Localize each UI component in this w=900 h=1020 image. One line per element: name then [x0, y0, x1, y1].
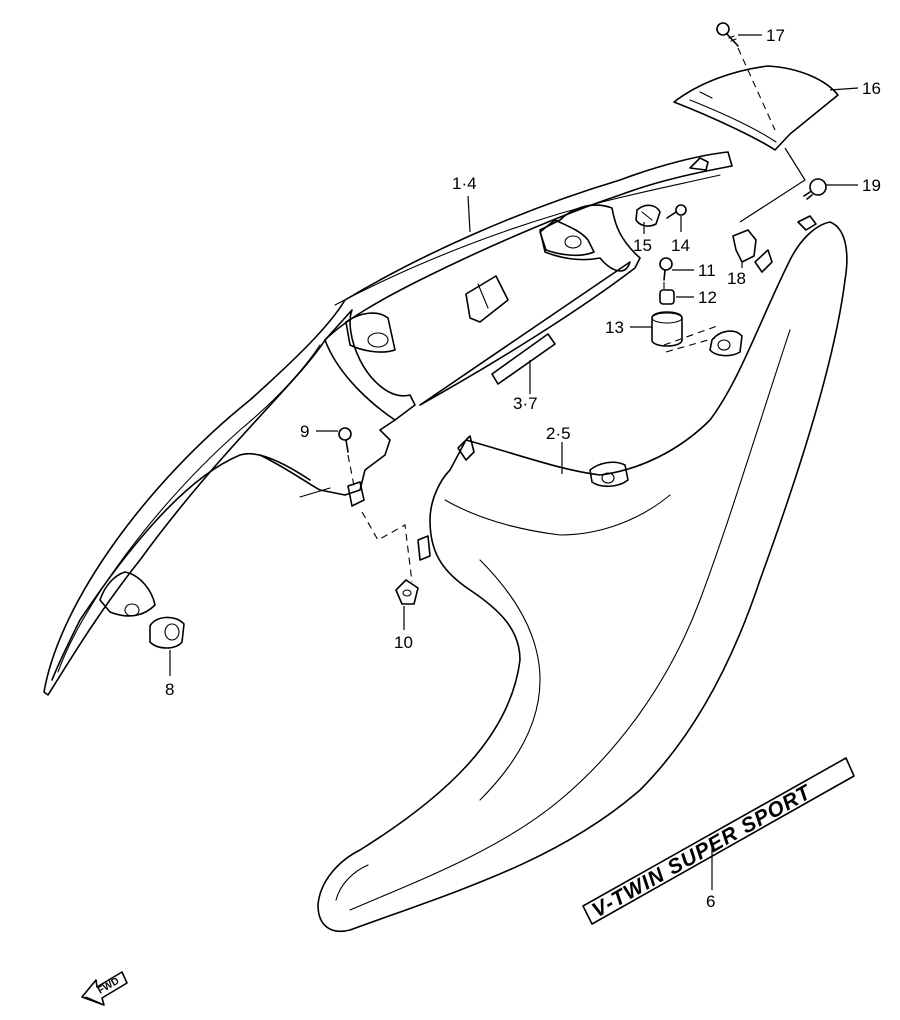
callout-18: 18: [727, 269, 746, 288]
callout-12: 12: [698, 288, 717, 307]
collar-12: [659, 289, 675, 305]
fwd-arrow-icon: FWD: [81, 971, 128, 1006]
screw-9: [338, 427, 352, 453]
cushion-8: [149, 616, 185, 649]
callout-11: 11: [698, 261, 716, 280]
cushion-13: [651, 311, 683, 347]
grommet-19: [803, 178, 827, 200]
callout-9: 9: [300, 422, 309, 441]
seat-tail-cover-lower: [317, 215, 848, 932]
callout-2-5: 2·5: [546, 424, 571, 443]
callout-numbers: 17 16 19 1·4 15 14 18 11 12 13 3·7 2·5 9…: [165, 26, 881, 911]
decal-v-twin: V-TWIN SUPER SPORT: [582, 757, 855, 925]
nut-10: [395, 579, 419, 605]
clip-15: [635, 204, 661, 227]
callout-10: 10: [394, 633, 413, 652]
screw-17: [716, 22, 739, 47]
callout-19: 19: [862, 176, 881, 195]
decal-text: V-TWIN SUPER SPORT: [588, 780, 816, 922]
trim-strip: [491, 333, 556, 385]
callout-8: 8: [165, 680, 174, 699]
assembly-lines: [347, 47, 806, 583]
seat-tail-cover-upper: [43, 151, 733, 696]
callout-1-4: 1·4: [452, 174, 477, 193]
callout-13: 13: [605, 318, 624, 337]
rivet-14: [666, 204, 687, 219]
bracket-18: [732, 229, 757, 263]
callout-3-7: 3·7: [513, 394, 538, 413]
screw-11: [659, 257, 673, 281]
callout-17: 17: [766, 26, 785, 45]
callout-15: 15: [633, 236, 652, 255]
callout-leaders: [169, 34, 859, 890]
cover-plate: [673, 65, 839, 151]
callout-16: 16: [862, 79, 881, 98]
callout-6: 6: [706, 892, 715, 911]
callout-14: 14: [671, 236, 690, 255]
